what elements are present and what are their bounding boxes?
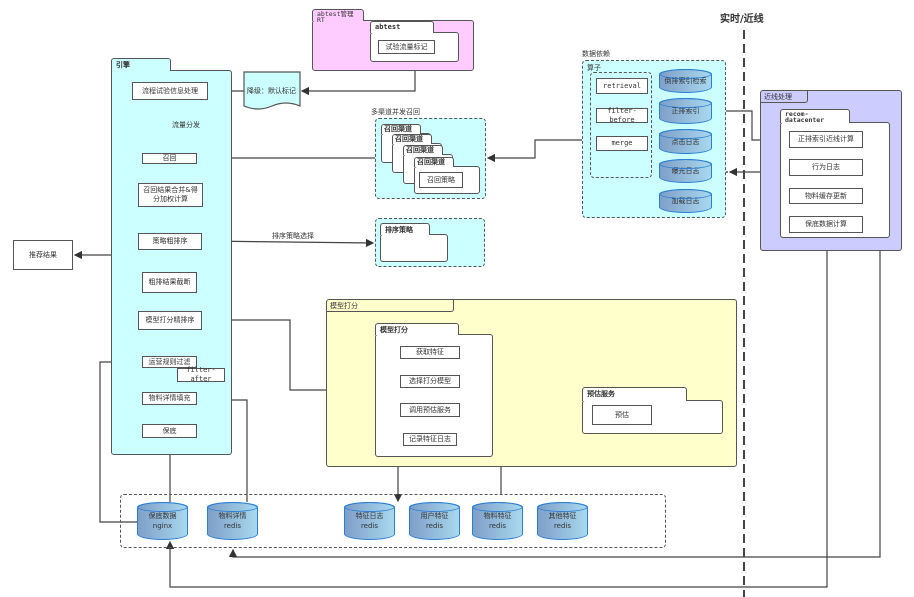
realtime-nearline-divider-label: 实时/近线	[720, 14, 764, 25]
traffic-split-label: 流量分发	[172, 121, 200, 129]
degrade-default-mark[interactable]: 降级：默认标记	[247, 87, 296, 95]
store-type: redis	[223, 522, 242, 530]
multi-channel-recall-label: 多渠道并发召回	[371, 108, 420, 116]
other-feature-redis[interactable]: 其他特征 redis	[537, 502, 588, 540]
behavior-log[interactable]: 行为日志	[789, 159, 863, 176]
abtest-management-title: abtest管理 RT	[312, 9, 364, 23]
user-feature-redis[interactable]: 用户特征 redis	[409, 502, 460, 540]
load-log-db[interactable]: 加载日志	[659, 189, 712, 213]
recom-datacenter-title: recom-datacenter	[780, 109, 850, 123]
fallback-step[interactable]: 保底	[142, 424, 197, 438]
model-scoring-inner-title: 模型打分	[375, 323, 459, 335]
store-label: 正排索引	[671, 107, 700, 115]
storage-group	[120, 494, 666, 548]
store-type: redis	[425, 522, 444, 530]
recall-channel-title[interactable]: 召回渠道	[414, 157, 454, 167]
store-type: redis	[553, 522, 572, 530]
forward-index-db[interactable]: 正排索引	[659, 98, 712, 124]
item-detail-fill-step[interactable]: 物料详情填充	[142, 392, 197, 405]
store-type: redis	[360, 522, 379, 530]
recall-channel-title: 召回渠道	[392, 134, 432, 144]
sort-strategy-title[interactable]: 排序策略	[380, 223, 430, 235]
store-name: 物料详情	[218, 512, 247, 520]
store-name: 特征日志	[355, 512, 384, 520]
click-log-db[interactable]: 点击日志	[659, 129, 712, 154]
store-type: nginx	[152, 522, 173, 530]
store-label: 加载日志	[671, 197, 700, 205]
item-detail-redis[interactable]: 物料详情 redis	[207, 502, 258, 540]
get-features-step[interactable]: 获取特征	[400, 346, 460, 359]
store-label: 曝光日志	[671, 167, 700, 175]
abtest-package	[370, 32, 459, 62]
store-label: 倒排索引检索	[664, 77, 707, 85]
store-type: redis	[488, 522, 507, 530]
data-dependency-label: 数据依赖	[582, 50, 610, 58]
item-cache-update[interactable]: 物料缓存更新	[789, 188, 863, 204]
recommend-result[interactable]: 推荐结果	[13, 240, 73, 270]
sort-strategy-select-label: 排序策略选择	[272, 232, 314, 240]
recall-merge-step[interactable]: 召回结果合并&得分加权计算	[138, 183, 203, 207]
operators-label: 算子	[587, 64, 601, 72]
call-predict-step[interactable]: 调用预估服务	[400, 403, 460, 417]
feature-log-redis[interactable]: 特征日志 redis	[344, 502, 395, 540]
experiment-info-step[interactable]: 流程试验信息处理	[132, 82, 208, 100]
fine-sort-step[interactable]: 模型打分精排序	[138, 311, 202, 330]
operators-group	[590, 72, 652, 178]
model-scoring-outer-title: 模型打分	[326, 299, 454, 312]
log-features-step[interactable]: 记录特征日志	[403, 433, 457, 446]
recall-strategy-box[interactable]: 召回策略	[419, 172, 463, 188]
ops-filter-step[interactable]: 运营规则过滤	[142, 356, 197, 368]
abtest-title: abtest	[370, 21, 434, 33]
item-feature-redis[interactable]: 物料特征 redis	[472, 502, 523, 540]
fallback-data-calc[interactable]: 保底数据计算	[789, 216, 863, 233]
recall-channel-title: 召回渠道	[381, 124, 421, 134]
op-merge[interactable]: merge	[596, 136, 648, 151]
store-label: 点击日志	[671, 137, 700, 146]
predict-service-title: 预估服务	[582, 387, 687, 401]
engine-package	[111, 70, 232, 455]
predict-box[interactable]: 预估	[592, 405, 652, 425]
store-name: 其他特征	[548, 512, 577, 520]
store-name: 物料特征	[483, 512, 512, 520]
coarse-sort-step[interactable]: 策略粗排序	[138, 233, 202, 250]
nearline-title: 近线处理	[760, 90, 808, 103]
engine-title: 引擎	[111, 58, 171, 71]
store-name: 保底数据	[148, 512, 177, 520]
impression-log-db[interactable]: 曝光日志	[659, 159, 712, 183]
inverted-index-db[interactable]: 倒排索引检索	[659, 69, 712, 93]
store-name: 用户特征	[420, 512, 449, 520]
op-filter-before[interactable]: filter-before	[596, 107, 648, 124]
coarse-truncate-step[interactable]: 粗排结果截断	[142, 272, 197, 293]
traffic-mark-box[interactable]: 试验流量标记	[378, 40, 435, 54]
select-model-step[interactable]: 选择打分模型	[400, 375, 460, 388]
forward-index-nearline-calc[interactable]: 正排索引近线计算	[789, 131, 863, 148]
recall-step[interactable]: 召回	[142, 153, 197, 164]
recall-channel-title: 召回渠道	[403, 145, 443, 155]
filter-after-note: filter-after	[177, 366, 225, 383]
op-retrieval[interactable]: retrieval	[596, 78, 648, 94]
fallback-data-nginx[interactable]: 保底数据 nginx	[137, 502, 188, 540]
